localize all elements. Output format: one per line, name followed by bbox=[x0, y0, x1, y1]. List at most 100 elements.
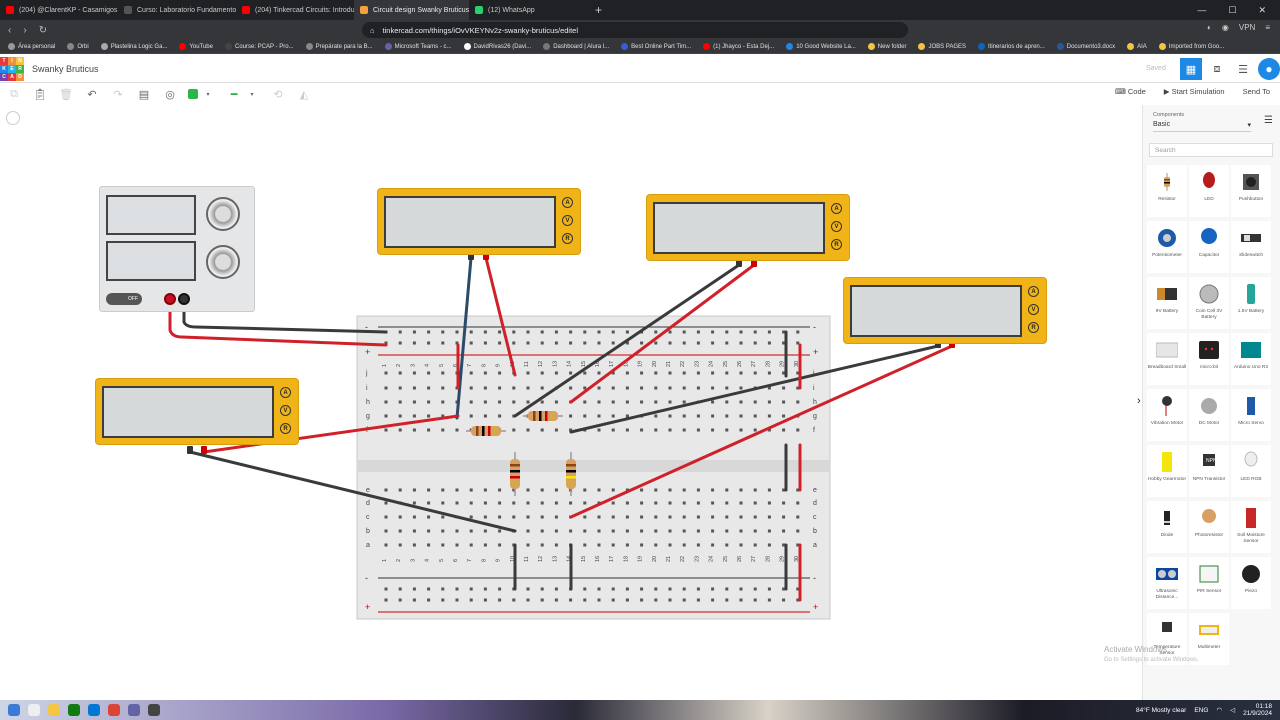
bookmark-item[interactable]: Orbi bbox=[67, 43, 89, 50]
bookmark-item[interactable]: Área personal bbox=[8, 43, 55, 50]
component-coin-cell[interactable]: Coin Cell 3V Battery bbox=[1189, 277, 1229, 329]
bookmark-item[interactable]: DavidRivas26 (Davi... bbox=[463, 43, 531, 50]
menu-icon[interactable]: ≡ bbox=[1265, 23, 1270, 32]
bookmark-item[interactable]: Prepárate para la B... bbox=[305, 43, 373, 50]
component-temperature[interactable]: Temperature Sensor bbox=[1147, 613, 1187, 665]
multimeter[interactable]: A V R bbox=[646, 194, 850, 261]
browser-tab[interactable]: (204) @ClarentKP - Casamigos - Yo bbox=[0, 0, 118, 20]
undo-icon[interactable]: ↶ bbox=[87, 88, 97, 101]
bookmark-item[interactable]: Plastelina Logic Ga... bbox=[100, 43, 167, 50]
forward-icon[interactable]: › bbox=[23, 24, 27, 36]
bookmark-item[interactable]: Course: PCAP - Pro... bbox=[224, 43, 294, 50]
voltmeter-mode-button[interactable]: V bbox=[831, 221, 842, 232]
paste-icon[interactable]: 📋︎ bbox=[33, 88, 47, 101]
component-microbit[interactable]: micro:bit bbox=[1189, 333, 1229, 385]
new-tab-button[interactable]: + bbox=[595, 3, 603, 17]
bookmark-item[interactable]: 10 Good Website La... bbox=[786, 43, 856, 50]
bookmark-item[interactable]: Microsoft Teams - c... bbox=[384, 43, 452, 50]
browser-tab[interactable]: (12) WhatsApp bbox=[469, 0, 587, 20]
ohmmeter-mode-button[interactable]: R bbox=[280, 423, 291, 434]
extension-icon[interactable]: ◐ bbox=[1207, 23, 1212, 32]
design-name[interactable]: Swanky Bruticus bbox=[32, 64, 99, 74]
component-photoresistor[interactable]: Photoresistor bbox=[1189, 501, 1229, 553]
wire-color-swatch[interactable] bbox=[188, 89, 198, 99]
components-select[interactable]: Basic ▾ bbox=[1153, 118, 1251, 132]
weather[interactable]: 84°F Mostly clear bbox=[1136, 706, 1187, 714]
xbox-icon[interactable] bbox=[68, 704, 80, 716]
component-servo[interactable]: Micro Servo bbox=[1231, 389, 1271, 441]
bookmark-item[interactable]: Itinerarios de apren... bbox=[978, 43, 1045, 50]
component-gearmotor[interactable]: Hobby Gearmotor bbox=[1147, 445, 1187, 497]
ammeter-mode-button[interactable]: A bbox=[1028, 286, 1039, 297]
chrome-icon[interactable] bbox=[108, 704, 120, 716]
component-list-button[interactable]: ☰ bbox=[1232, 58, 1254, 80]
bookmark-item[interactable]: Best Online Part Tim... bbox=[621, 43, 691, 50]
component-battery-9v[interactable]: 9V Battery bbox=[1147, 277, 1187, 329]
notes-icon[interactable]: ▤ bbox=[138, 88, 150, 101]
component-slideswitch[interactable]: Slideswitch bbox=[1231, 221, 1271, 273]
start-simulation-button[interactable]: ▶ Start Simulation bbox=[1164, 87, 1225, 96]
bookmark-item[interactable]: JOBS PAGES bbox=[918, 43, 966, 50]
ohmmeter-mode-button[interactable]: R bbox=[831, 239, 842, 250]
redo-icon[interactable]: ↷ bbox=[113, 88, 123, 101]
maximize-icon[interactable]: ☐ bbox=[1228, 4, 1237, 15]
volume-icon[interactable]: ◁ bbox=[1230, 707, 1236, 714]
notes-visibility-icon[interactable]: ◎ bbox=[165, 88, 175, 101]
current-knob[interactable] bbox=[206, 245, 240, 279]
vpn-badge[interactable]: VPN bbox=[1238, 23, 1256, 32]
site-info-icon[interactable]: ⌂ bbox=[370, 25, 375, 35]
ammeter-mode-button[interactable]: A bbox=[831, 203, 842, 214]
multimeter[interactable]: A V R bbox=[843, 277, 1047, 344]
start-icon[interactable] bbox=[8, 704, 20, 716]
power-supply[interactable]: OFF bbox=[99, 186, 255, 312]
send-to-button[interactable]: Send To bbox=[1242, 87, 1270, 96]
browser-tab[interactable]: Curso: Laboratorio Fundamentos de bbox=[118, 0, 236, 20]
ammeter-mode-button[interactable]: A bbox=[280, 387, 291, 398]
url-field[interactable]: ⌂ tinkercad.com/things/iOvVKEYNv2z-swank… bbox=[362, 22, 908, 38]
browser-tab[interactable]: (204) Tinkercad Circuits: Introducci bbox=[236, 0, 354, 20]
reload-icon[interactable]: ↻ bbox=[38, 24, 48, 36]
component-battery-aa[interactable]: 1.5V Battery bbox=[1231, 277, 1271, 329]
component-breadboard[interactable]: Breadboard Small bbox=[1147, 333, 1187, 385]
bookmark-item[interactable]: Imported from Goo... bbox=[1158, 43, 1224, 50]
close-window-icon[interactable]: ✕ bbox=[1258, 4, 1266, 15]
bookmark-item[interactable]: New folder bbox=[867, 43, 906, 50]
component-resistor[interactable]: Resistor bbox=[1147, 165, 1187, 217]
code-button[interactable]: ⌨ Code bbox=[1115, 87, 1146, 96]
bookmark-item[interactable]: AIA bbox=[1127, 43, 1147, 50]
component-ultrasonic[interactable]: Ultrasonic Distance... bbox=[1147, 557, 1187, 609]
wifi-icon[interactable]: ◠ bbox=[1216, 707, 1223, 714]
tinkercad-logo[interactable]: T I N K E R C A D bbox=[0, 57, 24, 81]
search-input[interactable]: Search bbox=[1149, 143, 1273, 157]
rotate-icon[interactable]: ⟲ bbox=[273, 88, 283, 101]
multimeter[interactable]: A V R bbox=[95, 378, 299, 445]
multimeter[interactable]: A V R bbox=[377, 188, 581, 255]
ohmmeter-mode-button[interactable]: R bbox=[1028, 322, 1039, 333]
voltmeter-mode-button[interactable]: V bbox=[562, 215, 573, 226]
voltmeter-mode-button[interactable]: V bbox=[280, 405, 291, 416]
wire-type-icon[interactable]: ━ bbox=[230, 88, 238, 101]
component-diode[interactable]: Diode bbox=[1147, 501, 1187, 553]
clock[interactable]: 01:18 21/9/2024 bbox=[1243, 703, 1272, 717]
component-pir[interactable]: PIR Sensor bbox=[1189, 557, 1229, 609]
circuit-view-button[interactable]: ▦ bbox=[1180, 58, 1202, 80]
component-led-rgb[interactable]: LED RGB bbox=[1231, 445, 1271, 497]
explorer-icon[interactable] bbox=[48, 704, 60, 716]
component-led[interactable]: LED bbox=[1189, 165, 1229, 217]
component-pushbutton[interactable]: Pushbutton bbox=[1231, 165, 1271, 217]
voltmeter-mode-button[interactable]: V bbox=[1028, 304, 1039, 315]
collapse-panel-icon[interactable]: › bbox=[1137, 395, 1141, 407]
zoom-fit-icon[interactable] bbox=[6, 111, 20, 125]
delete-icon[interactable]: 🗑︎ bbox=[59, 88, 73, 101]
edge-icon[interactable] bbox=[88, 704, 100, 716]
language[interactable]: ENG bbox=[1194, 706, 1209, 714]
bookmark-item[interactable]: (1) Jhayco - Esta Dej... bbox=[703, 43, 774, 50]
profile-icon[interactable]: ◉ bbox=[1221, 23, 1229, 32]
power-switch[interactable]: OFF bbox=[106, 293, 142, 305]
list-view-icon[interactable]: ☰ bbox=[1264, 115, 1273, 126]
teams-icon[interactable] bbox=[128, 704, 140, 716]
back-icon[interactable]: ‹ bbox=[8, 24, 12, 36]
component-capacitor[interactable]: Capacitor bbox=[1189, 221, 1229, 273]
ohmmeter-mode-button[interactable]: R bbox=[562, 233, 573, 244]
